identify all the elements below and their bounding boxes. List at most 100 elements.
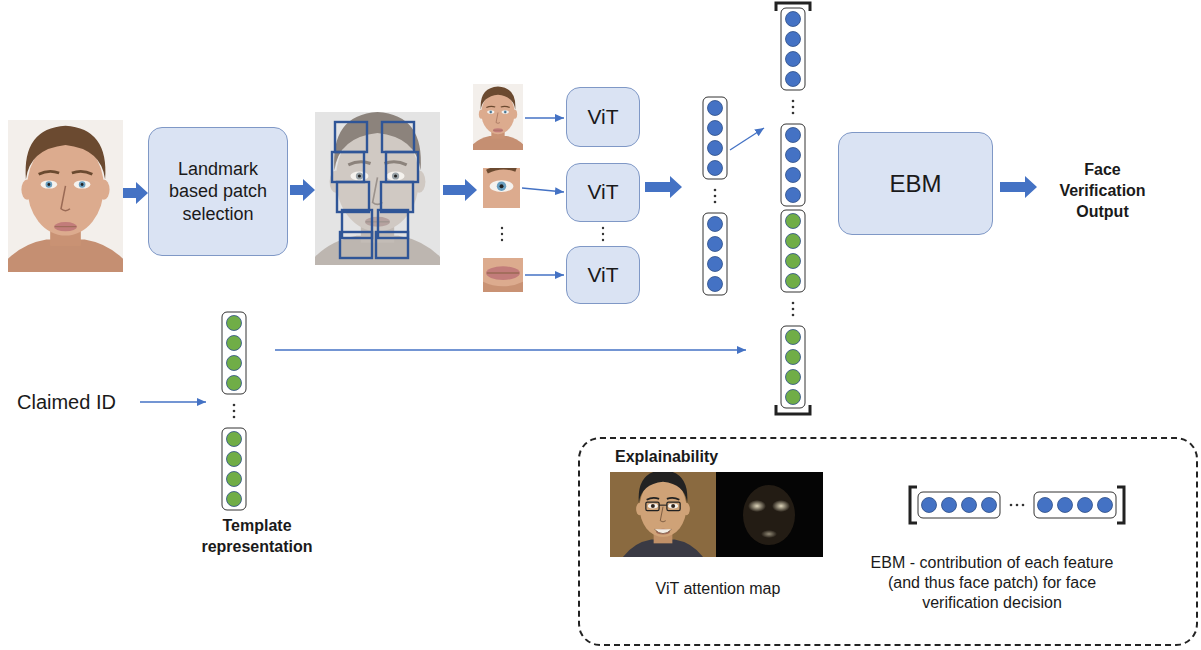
eyebrow [501, 106, 510, 107]
bracket [776, 405, 810, 414]
vector-frame [1034, 492, 1116, 518]
glasses [667, 502, 680, 511]
vector-frame [222, 428, 246, 510]
block-arrow [123, 182, 148, 204]
vector-frame [703, 97, 727, 179]
vector-element [708, 141, 723, 156]
ellipsis-dot [714, 201, 717, 204]
ellipsis-dot [1022, 504, 1025, 507]
block-arrow [645, 176, 682, 198]
pupil [672, 505, 674, 507]
pupil [500, 184, 504, 188]
iris [523, 206, 533, 216]
ellipsis-dot [602, 239, 604, 241]
vector-element [708, 161, 723, 176]
pupil [652, 505, 654, 507]
ellipsis-dot [792, 314, 795, 317]
patch-square [340, 232, 372, 258]
ellipsis-dot [501, 239, 503, 241]
bracket [910, 487, 917, 523]
vector-element [227, 452, 242, 467]
pupil [525, 209, 529, 213]
attention-glow [761, 530, 777, 538]
lip-line [510, 245, 541, 246]
patch-square [376, 232, 408, 258]
hair [468, 103, 582, 179]
lips [493, 128, 503, 132]
eyebrow [512, 191, 542, 195]
vector-element [786, 370, 801, 385]
vector-element [227, 336, 242, 351]
vector-element [786, 330, 801, 345]
eye-white [490, 180, 514, 192]
thin-arrow [525, 274, 564, 275]
eyebrow [39, 171, 59, 174]
ellipsis-dot [501, 233, 503, 235]
vector-element [786, 188, 801, 203]
eyebrow [487, 167, 516, 171]
ellipsis-dot [602, 233, 604, 235]
ellipsis-dot [233, 404, 236, 407]
vector-frame [781, 326, 805, 408]
iris [671, 504, 675, 508]
vector-element [1078, 498, 1093, 513]
hair [639, 470, 688, 503]
output-label: Face Verification Output [1040, 160, 1165, 222]
attention-glow [772, 500, 790, 512]
photo-background [437, 45, 559, 184]
vector-element [786, 214, 801, 229]
iris [46, 181, 53, 188]
vector-element [942, 498, 957, 513]
vector-element [786, 32, 801, 47]
thin-arrow [140, 401, 206, 402]
vector-element [786, 168, 801, 183]
vector-element [786, 12, 801, 27]
hair [334, 112, 421, 170]
process-box: ViT [566, 246, 640, 304]
hair [444, 124, 562, 203]
head [471, 121, 580, 259]
iris [489, 111, 492, 114]
iris [79, 181, 86, 188]
face-photo [295, 0, 711, 456]
feature-vector [222, 312, 246, 510]
vector-element [786, 52, 801, 67]
process-box: ViT [566, 87, 640, 147]
eye-white [502, 110, 509, 114]
pupil [81, 183, 84, 186]
glasses [659, 505, 667, 506]
bracket [776, 3, 810, 11]
thin-arrow [525, 117, 564, 118]
bracket [1117, 487, 1124, 523]
vector-element [1058, 498, 1073, 513]
feature-vector [781, 8, 805, 408]
vector-element [708, 237, 723, 252]
eyebrow [72, 171, 92, 174]
eyebrow [534, 167, 563, 171]
block-arrow [290, 179, 315, 201]
vector-element [227, 432, 242, 447]
box-label: ViT [587, 104, 618, 130]
vector-element [1038, 498, 1053, 513]
shoulders [465, 136, 532, 157]
iris [474, 206, 484, 216]
pupil [505, 111, 506, 112]
eye-white [350, 172, 368, 181]
iris [544, 181, 553, 190]
panel-caption: EBM - contribution of each feature (and … [857, 553, 1127, 613]
vector-element [922, 498, 937, 513]
lip-line [487, 272, 519, 274]
hair [481, 86, 516, 109]
vector-element [786, 148, 801, 163]
explainability-panel: ExplainabilityViT attention mapEBM - con… [578, 437, 1198, 646]
vector-element [227, 316, 242, 331]
pupil [394, 174, 397, 177]
vector-element [227, 472, 242, 487]
ellipsis-dot [602, 227, 604, 229]
attention-glow [743, 485, 795, 545]
smile [654, 529, 671, 533]
input-label: Claimed ID [17, 389, 137, 415]
patch-square [378, 210, 408, 238]
block-arrow [443, 179, 477, 201]
